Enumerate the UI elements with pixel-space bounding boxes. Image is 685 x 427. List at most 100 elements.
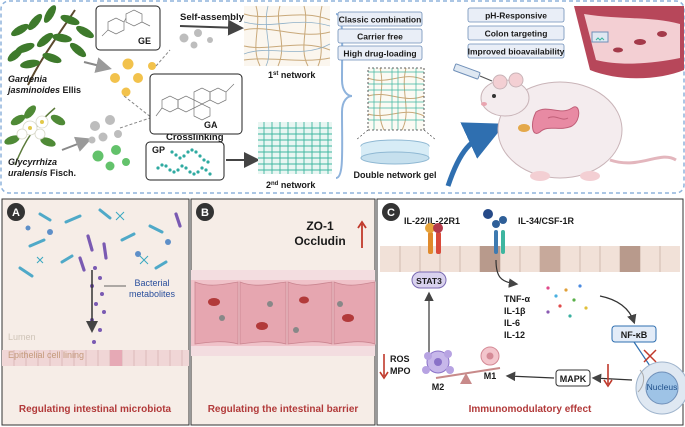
syringe-icon (453, 63, 493, 82)
cytokine-to-nfkb-arrow (599, 295, 637, 325)
ge-spheres (110, 58, 156, 97)
second-network-label: 2nd network (266, 180, 316, 190)
cytokine-item: IL-6 (504, 318, 520, 328)
lumen-label: Lumen (8, 332, 36, 342)
stat3-label: STAT3 (416, 276, 442, 286)
benefit-item: Improved bioavailability (468, 47, 565, 57)
cytokine-list: TNF-α IL-1β IL-6 IL-12 (504, 294, 530, 340)
ga-spheres (88, 115, 122, 144)
gardenia-name: Gardenia (8, 74, 47, 84)
ge-connector (155, 49, 171, 67)
panel-c-caption: Immunomodulatory effect (469, 404, 592, 415)
cytokine-dots (546, 284, 588, 318)
glycyrrhiza-arrow (61, 136, 92, 152)
cytokine-item: IL-1β (504, 306, 526, 316)
brace (335, 13, 353, 179)
ga-connector (123, 95, 153, 119)
administration-arrow (445, 122, 506, 187)
double-network-gel-icon (355, 67, 437, 165)
ros-label: ROS (390, 354, 410, 364)
cytokine-item: IL-12 (504, 330, 525, 340)
receptor-to-cytokine-arrow (495, 259, 519, 288)
epithelial-cells (380, 246, 680, 272)
inhibition-x-icon (643, 349, 657, 363)
nucleus-to-mapk-arrow (591, 373, 633, 384)
ga-structure-icon (155, 83, 235, 121)
feature-list: Classic combination Carrier free High dr… (337, 11, 423, 61)
bacterial-metabolites-label: Bacterial (134, 278, 169, 288)
il22-receptor-icon (425, 223, 443, 254)
stat3-node (411, 271, 447, 289)
nfkb-to-nucleus (633, 341, 651, 367)
panel-a-letter: A (12, 207, 20, 219)
m2-label: M2 (432, 382, 445, 392)
colon-zoom-icon (574, 6, 684, 79)
gp-spheres (92, 145, 130, 171)
ge-structure-icon (101, 9, 151, 37)
mpo-label: MPO (390, 366, 411, 376)
panel-b-caption: Regulating the intestinal barrier (208, 404, 359, 415)
rat-icon (480, 72, 677, 181)
benefit-item: Colon targeting (485, 29, 548, 39)
gardenia-name-2: jasminoides Ellis (7, 85, 81, 95)
ge-label: GE (138, 36, 151, 46)
il34-receptor-icon (483, 209, 507, 254)
m1-macrophage-icon (480, 346, 500, 366)
balance-icon (435, 367, 501, 384)
mapk-to-m1-arrow (505, 371, 555, 382)
second-network-icon (258, 122, 332, 174)
ros-down-arrow-head (379, 371, 389, 380)
benefit-list: pH-Responsive Colon targeting Improved b… (468, 7, 565, 59)
ge-molecule-box (95, 5, 161, 51)
il34-label: IL-34/CSF-1R (518, 216, 575, 226)
il22-label: IL-22/IL-22R1 (404, 216, 460, 226)
panel-a-badge (7, 203, 25, 221)
bacteria-icon (18, 208, 182, 278)
gardenia-arrow (83, 57, 112, 73)
panel-a (1, 198, 190, 426)
feature-item: High drug-loading (343, 49, 416, 59)
glycyrrhiza-name: Glycyrrhiza (8, 157, 57, 167)
occludin-label: Occludin (294, 234, 345, 248)
m1-label: M1 (484, 371, 497, 381)
benefit-item: pH-Responsive (485, 11, 547, 21)
epithelial-label: Epithelial cell lining (8, 350, 84, 360)
panel-b-letter: B (201, 207, 209, 219)
zo1-label: ZO-1 (306, 219, 334, 233)
gp-chain-icon (156, 148, 212, 176)
bacterial-metabolites-label-2: metabolites (129, 289, 176, 299)
gp-label: GP (152, 145, 165, 155)
mapk-label: MAPK (560, 374, 587, 384)
crosslinking-label: Crosslinking (166, 132, 224, 143)
feature-item: Classic combination (339, 15, 422, 25)
nfkb-label: NF-κB (621, 330, 648, 340)
ga-label: GA (204, 120, 218, 130)
panel-c-badge (382, 203, 400, 221)
intestinal-barrier-icon (191, 270, 376, 356)
up-arrow-head (357, 220, 367, 229)
mapk-down-arrow-head (603, 379, 613, 388)
self-assembly-spheres (179, 29, 213, 49)
panel-c-letter: C (387, 207, 395, 219)
gardenia-plant-icon (7, 5, 94, 86)
epithelial-lining (2, 350, 189, 366)
self-assembly-arrow (179, 19, 244, 36)
nucleus-label: Nucleus (647, 382, 678, 392)
m2-macrophage-icon (422, 350, 454, 374)
cytokine-item: TNF-α (504, 294, 530, 304)
self-assembly-label: Self-assembly (180, 12, 245, 23)
ga-molecule-box (149, 73, 243, 135)
nucleus-icon (635, 361, 685, 415)
mapk-node (555, 369, 591, 387)
panel-b-badge (196, 203, 214, 221)
first-network-icon (243, 5, 331, 67)
glycyrrhiza-name-2: uralensis Fisch. (8, 168, 76, 178)
first-network-label: 1st network (268, 70, 316, 80)
feature-item: Carrier free (357, 32, 403, 42)
ga-connector-2 (119, 117, 151, 129)
glycyrrhiza-plant-icon (4, 105, 66, 166)
double-network-gel-label: Double network gel (353, 170, 436, 180)
panel-a-caption: Regulating intestinal microbiota (19, 404, 172, 415)
